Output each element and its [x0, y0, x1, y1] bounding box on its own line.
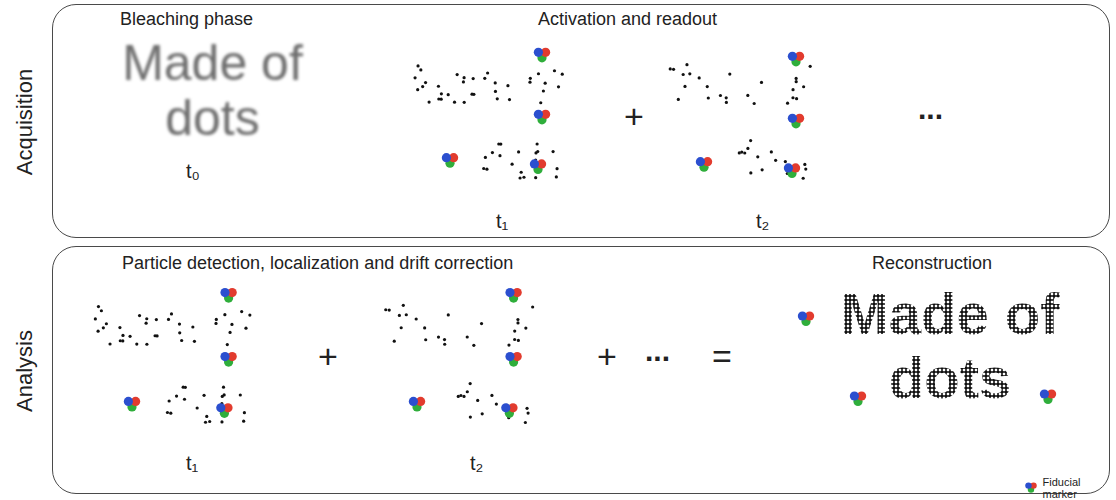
section-heading: Bleaching phase	[120, 10, 253, 30]
fiducial-marker	[784, 163, 800, 178]
fiducial-marker	[788, 52, 804, 67]
section-heading: Particle detection, localization and dri…	[122, 254, 513, 274]
fiducial-marker	[124, 397, 140, 412]
time-label: t₁	[186, 452, 198, 474]
fiducial-marker	[505, 352, 521, 367]
localization-frame	[384, 288, 534, 424]
localization-frame	[94, 288, 252, 424]
fiducial-marker	[696, 157, 712, 172]
plus-sign: +	[597, 338, 617, 375]
stage-title: Acquisition	[12, 69, 38, 175]
fiducial-marker	[530, 159, 546, 174]
fiducial-marker	[505, 288, 521, 303]
fiducial-marker	[798, 311, 814, 326]
ellipsis: ...	[645, 334, 670, 367]
time-label: t₁	[496, 210, 508, 232]
fiducial-marker	[534, 48, 550, 63]
fiducial-marker	[220, 352, 236, 367]
fiducial-marker	[501, 403, 517, 418]
blurred-text: Made of dots	[105, 36, 320, 146]
fiducial-marker	[216, 403, 232, 418]
equals-sign: =	[712, 338, 732, 375]
plus-sign: +	[624, 98, 644, 135]
section-heading: Reconstruction	[872, 254, 992, 274]
fiducial-marker	[788, 114, 804, 129]
legend-text: Fiducial marker	[1043, 476, 1116, 500]
legend-entry: Fiducial marker	[1022, 476, 1116, 500]
plus-sign: +	[318, 338, 338, 375]
fiducial-marker	[1025, 482, 1036, 492]
stage-title: Analysis	[12, 330, 38, 412]
fiducial-marker	[534, 110, 550, 125]
localization-frame	[669, 52, 812, 180]
legend-swatch	[1022, 480, 1040, 496]
section-heading: Activation and readout	[538, 10, 717, 30]
fiducial-marker	[442, 153, 458, 168]
time-label: t₂	[470, 452, 483, 474]
localization-frame	[413, 48, 563, 180]
fiducial-marker	[409, 397, 425, 412]
ellipsis: ...	[918, 92, 943, 125]
time-label: t₀	[186, 160, 200, 182]
time-label: t₂	[756, 210, 769, 232]
fiducial-marker	[220, 288, 236, 303]
reconstructed-text: Made of dots	[820, 282, 1080, 410]
